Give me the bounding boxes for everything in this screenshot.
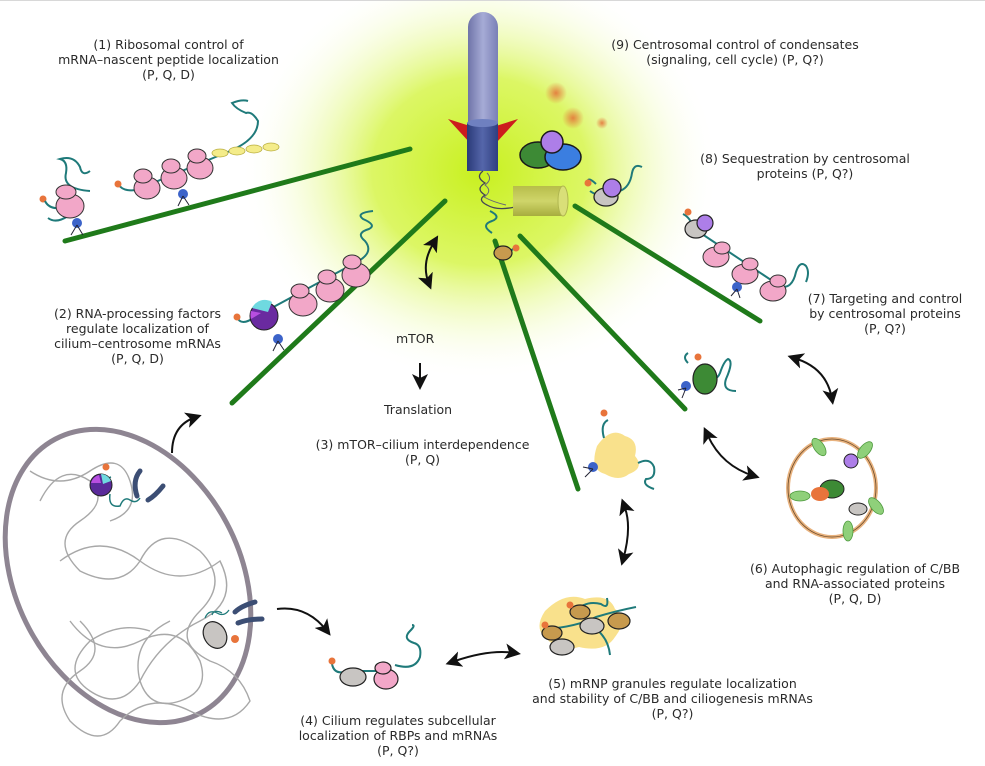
cilium [448,12,569,217]
basal-body [467,123,498,171]
autophagosome [786,437,884,542]
condensate-droplets [545,82,608,129]
chromatin [29,462,251,737]
cytoplasmic-mrnp [328,624,422,690]
label-translation: Translation [384,402,452,417]
linker-fibers [478,170,516,210]
label-5-line-2: and stability of C/BB and ciliogenesis m… [532,691,813,706]
polysome-7 [682,208,809,302]
nuclear-pore-top [132,468,166,503]
label-5-line-3: (P, Q?) [651,706,694,721]
label-4-line-1: (4) Cilium regulates subcellular [300,713,496,728]
label-2-line-3: cilium–centrosome mRNAs [54,336,221,351]
arrow-4-5 [445,643,521,667]
label-3: (3) mTOR–cilium interdependence (P, Q) [300,437,545,467]
arrow-nucleus-to-cytoplasm [276,607,331,636]
label-8-line-2: proteins (P, Q?) [756,166,854,181]
label-9: (9) Centrosomal control of condensates (… [585,37,885,67]
label-7-line-2: by centrosomal proteins [809,306,961,321]
polysome-1 [39,99,280,236]
label-3-line-2: (P, Q) [404,452,441,467]
label-1-line-3: (P, Q, D) [142,67,195,82]
mrnp-granule-mt [582,409,656,490]
arrow-granule-vertical [618,498,635,566]
label-mtor: mTOR [396,331,434,346]
arrow-7-6 [787,353,839,405]
microtubule-4 [517,233,688,412]
arrow-nucleus-to-mt2 [171,412,202,454]
transition-fiber-left [448,119,470,143]
label-9-line-1: (9) Centrosomal control of condensates [611,37,859,52]
microtubule-1 [62,146,413,244]
mtor-text: mTOR [396,331,435,346]
microtubule-2 [229,198,448,406]
arrow-mtor-bidirectional [417,235,439,290]
label-1-line-1: (1) Ribosomal control of [93,37,244,52]
label-2-line-1: (2) RNA-processing factors [54,306,221,321]
protein-complex [519,130,582,171]
label-2: (2) RNA-processing factors regulate loca… [40,306,235,366]
transition-fiber-right [496,119,518,143]
label-7-line-3: (P, Q?) [864,321,906,336]
arrow-autophagy [703,426,760,481]
label-7-line-1: (7) Targeting and control [807,291,963,306]
nascent-peptide [211,142,280,158]
label-8-line-1: (8) Sequestration by centrosomal [700,151,910,166]
label-4-line-3: (P, Q?) [377,743,419,758]
mrnp-granule-cluster [539,596,637,656]
mrnp-rbp [677,352,737,399]
label-6: (6) Autophagic regulation of C/BB and RN… [740,561,970,606]
daughter-centriole [513,186,563,216]
sequestered-mrnp [584,164,643,207]
label-2-line-4: (P, Q, D) [111,351,164,366]
label-6-line-2: and RNA-associated proteins [764,576,946,591]
label-7: (7) Targeting and control by centrosomal… [795,291,975,336]
nuclear-pore-bottom [232,599,265,626]
nucleus [2,426,265,737]
arrows [171,235,839,667]
label-1: (1) Ribosomal control of mRNA–nascent pe… [36,37,301,82]
polysome-2 [233,210,374,352]
label-3-line-1: (3) mTOR–cilium interdependence [315,437,530,452]
mrnp-small [485,210,520,261]
nuclear-rnp-bottom [202,609,239,649]
microtubule-3 [492,238,581,492]
label-1-line-2: mRNA–nascent peptide localization [58,52,279,67]
microtubule-5 [572,203,763,324]
label-2-line-2: regulate localization of [66,321,209,336]
microtubules [62,146,763,492]
label-6-line-3: (P, Q, D) [828,591,882,606]
label-5: (5) mRNP granules regulate localization … [520,676,825,721]
label-6-line-1: (6) Autophagic regulation of C/BB [749,561,961,576]
label-4-line-2: localization of RBPs and mRNAs [298,728,498,743]
nuclear-rnp-top [89,463,141,507]
label-4: (4) Cilium regulates subcellular localiz… [278,713,518,758]
label-8: (8) Sequestration by centrosomal protein… [690,151,920,181]
label-9-line-2: (signaling, cell cycle) (P, Q?) [646,52,824,67]
label-5-line-1: (5) mRNP granules regulate localization [548,676,797,691]
translation-text: Translation [384,402,453,417]
